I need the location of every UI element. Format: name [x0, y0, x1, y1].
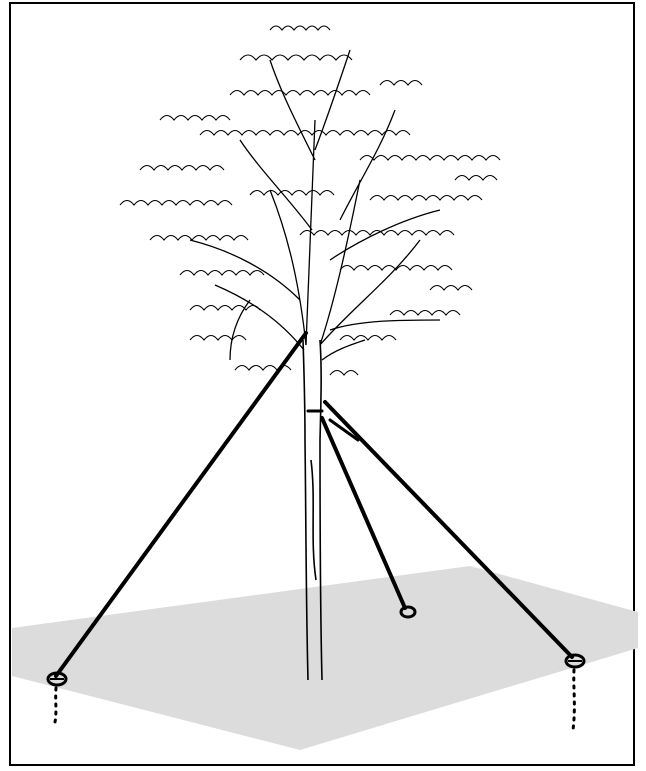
- buried-line-right: [573, 670, 574, 730]
- buried-line-left: [55, 688, 56, 722]
- ground-plane: [12, 566, 638, 750]
- guy-wire-center: [322, 418, 405, 608]
- tree-canopy: [120, 26, 500, 375]
